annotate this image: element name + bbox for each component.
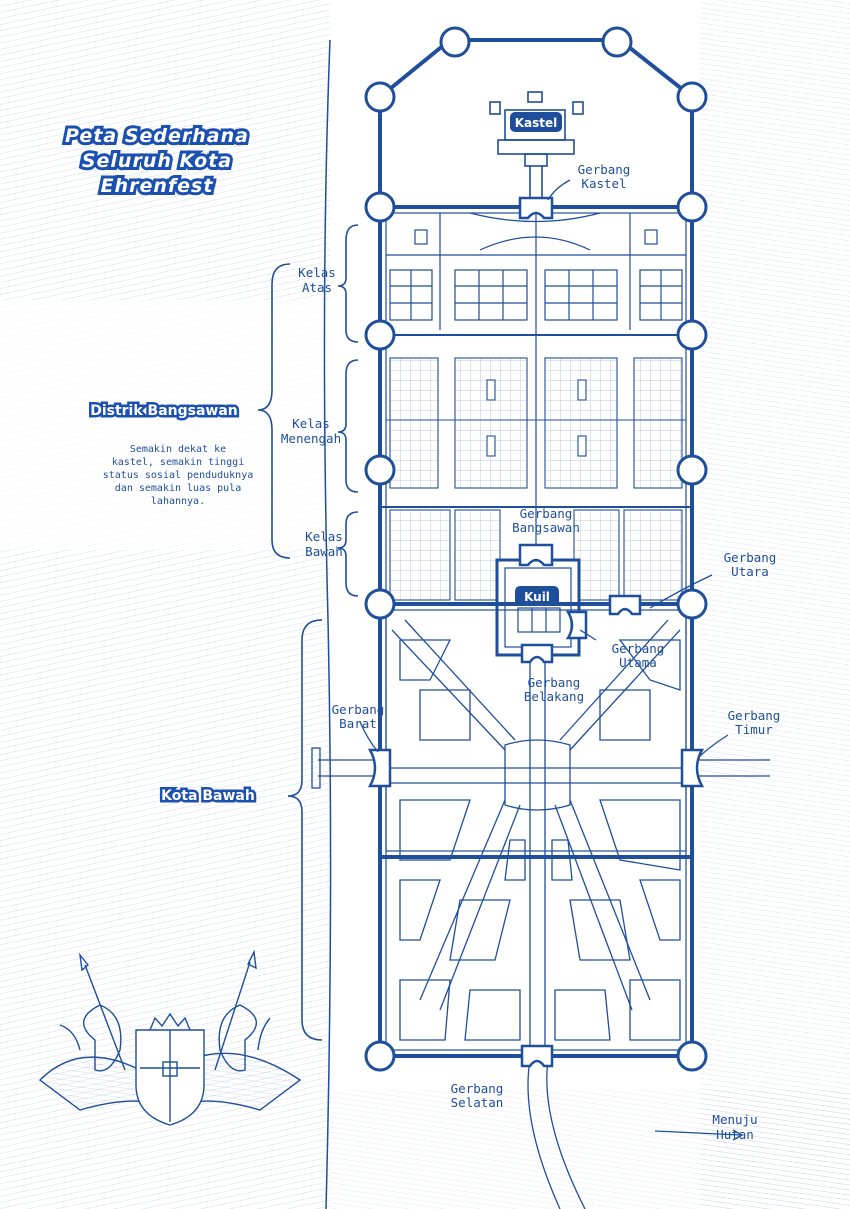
lower-class-label-2: Bawah [305, 544, 343, 559]
boundary-line [323, 39, 332, 1209]
title-line-3: Ehrenfest [101, 175, 214, 197]
title-line-1: Peta Sederhana [65, 125, 249, 147]
district-braces [257, 224, 359, 1041]
leader-lines [359, 179, 744, 1141]
gate-markers [367, 196, 705, 1068]
gate-west-label-2: Barat [339, 716, 377, 731]
noble-note-line-4: dan semakin luas pula [115, 483, 241, 494]
upper-class-blocks [386, 212, 686, 600]
gate-back-label-2: Belakang [524, 689, 584, 704]
noble-note-line-2: kastel, semakin tinggi [112, 457, 244, 468]
lower-class-blocks [389, 509, 683, 601]
gate-west-label-1: Gerbang [332, 702, 385, 717]
gate-castle-label-1: Gerbang [578, 162, 631, 177]
gate-north-label-2: Utara [731, 564, 769, 579]
outer-roads [311, 747, 770, 1209]
gate-east-label-1: Gerbang [728, 708, 781, 723]
temple-badge[interactable] [515, 586, 559, 606]
gate-noble-label-2: Bangsawan [512, 520, 580, 535]
title-line-2: Seluruh Kota [82, 150, 232, 172]
gate-north-label-1: Gerbang [724, 550, 777, 565]
gate-east-label-2: Timur [735, 722, 773, 737]
middle-class-label-2: Menengah [281, 431, 341, 446]
middle-class-label-1: Kelas [292, 416, 330, 431]
noble-note-line-5: lahannya. [151, 496, 205, 507]
middle-class-blocks [386, 357, 686, 489]
noble-district-label: Distrik Bangsawan [90, 403, 238, 419]
lower-city-streets [386, 619, 686, 1050]
forest-direction-label-2: Hutan [716, 1127, 754, 1142]
castle-badge[interactable] [510, 112, 562, 132]
gate-south-label-2: Selatan [451, 1095, 504, 1110]
gate-back-label-1: Gerbang [528, 675, 581, 690]
gate-main-label-1: Gerbang [612, 641, 665, 656]
castle-label: Kastel [515, 116, 558, 130]
gate-noble-label-1: Gerbang [520, 506, 573, 521]
noble-note-line-3: status sosial penduduknya [103, 470, 254, 481]
upper-class-label-1: Kelas [298, 265, 336, 280]
forest-direction-label-1: Menuju [712, 1112, 757, 1127]
temple-label: Kuil [524, 590, 550, 604]
castle-walls [378, 38, 694, 207]
gate-castle-label-2: Kastel [581, 176, 626, 191]
wall-towers [364, 26, 708, 1072]
lower-class-label-1: Kelas [305, 529, 343, 544]
gate-main-label-2: Utama [619, 655, 657, 670]
lower-city-label: Kota Bawah [161, 788, 255, 804]
temple-buildings [517, 607, 561, 633]
upper-class-label-2: Atas [302, 280, 332, 295]
coat-of-arms-emblem [38, 949, 302, 1126]
gate-south-label-1: Gerbang [451, 1081, 504, 1096]
castle-building [489, 91, 584, 200]
noble-note-line-1: Semakin dekat ke [130, 444, 226, 455]
